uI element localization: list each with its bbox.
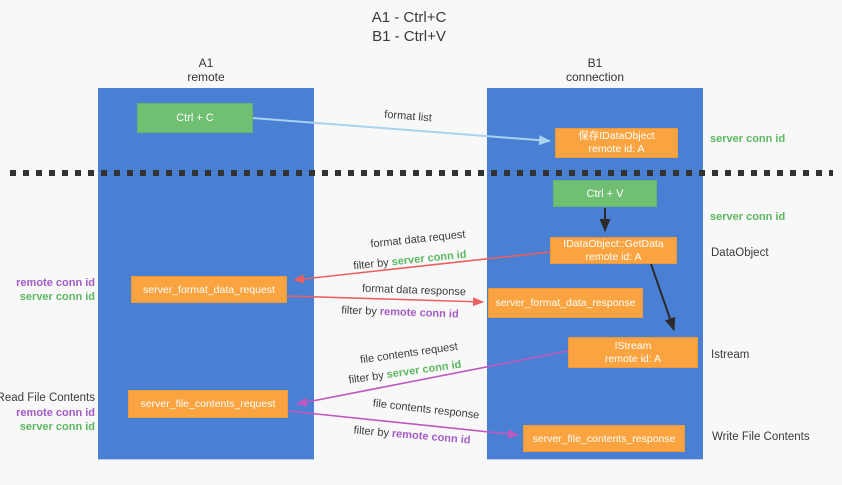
server-conn-id-key: server conn id [391, 248, 468, 269]
node-save-dataobject: 保存IDataObject remote id: A [555, 128, 678, 158]
node-ctrl-v: Ctrl + V [553, 180, 657, 207]
node-server-file-contents-request: server_file_contents_request [128, 390, 288, 418]
node-ctrl-c-label: Ctrl + C [176, 112, 214, 124]
filter-by-text: filter by [353, 424, 390, 440]
node-file-request-label: server_file_contents_request [140, 398, 276, 410]
right-server-conn-id-1: server conn id [710, 133, 786, 145]
node-idataobject-getdata: IDataObject::GetData remote id: A [550, 237, 677, 264]
lane-b1-subtitle: connection [565, 70, 625, 84]
filter-by-text: filter by [341, 304, 378, 318]
node-save-dataobject-line2: remote id: A [588, 143, 645, 155]
node-istream: IStream remote id: A [568, 337, 698, 368]
remote-conn-id-key: remote conn id [391, 427, 471, 447]
istream-label: Istream [711, 349, 750, 361]
edge-label-format-list: format list [383, 108, 433, 125]
write-file-contents-label: Write File Contents [712, 431, 810, 443]
remote-conn-id-key: remote conn id [379, 305, 459, 321]
remote-conn-id-label: remote conn id [16, 277, 95, 289]
lane-header-a1: A1 remote [187, 56, 224, 84]
remote-conn-id-label: remote conn id [16, 407, 95, 419]
node-format-response-label: server_format_data_response [495, 297, 636, 309]
node-istream-line1: IStream [614, 339, 652, 352]
node-file-response-label: server_file_contents_response [532, 432, 676, 445]
left-conn-id-pair-2: remote conn id server conn id [16, 406, 95, 434]
server-conn-id-label: server conn id [19, 421, 95, 433]
node-server-file-contents-response: server_file_contents_response [523, 425, 685, 452]
node-getdata-line1: IDataObject::GetData [563, 237, 664, 250]
node-istream-line2: remote id: A [604, 352, 662, 365]
diagram-title: A1 - Ctrl+C B1 - Ctrl+V [372, 8, 447, 46]
node-save-dataobject-line1: 保存IDataObject [578, 130, 655, 142]
node-format-request-label: server_format_data_request [143, 283, 275, 296]
filter-by-text: filter by [352, 256, 390, 273]
edge-label-format-data-response: format data response [361, 282, 467, 299]
server-conn-id-label: server conn id [19, 291, 95, 303]
lane-b1-title: B1 [587, 56, 603, 70]
title-line-2: B1 - Ctrl+V [372, 28, 446, 45]
right-server-conn-id-2: server conn id [710, 211, 786, 223]
filter-by-text: filter by [347, 369, 385, 387]
read-file-contents-label: Read File Contents [0, 392, 95, 404]
node-ctrl-c: Ctrl + C [137, 103, 253, 133]
dataobject-label: DataObject [711, 247, 769, 259]
edge-label-format-data-request: format data request [369, 228, 467, 251]
lane-header-b1: B1 connection [566, 56, 624, 84]
node-server-format-data-request: server_format_data_request [131, 276, 287, 303]
lane-a1-subtitle: remote [187, 70, 225, 84]
left-conn-id-pair-1: remote conn id server conn id [16, 276, 95, 304]
node-server-format-data-response: server_format_data_response [488, 288, 643, 318]
lane-a1-title: A1 [198, 56, 214, 70]
edge-label-file-contents-response: file contents response [372, 397, 480, 422]
node-ctrl-v-label: Ctrl + V [586, 187, 624, 200]
title-line-1: A1 - Ctrl+C [371, 9, 447, 26]
node-getdata-line2: remote id: A [585, 250, 642, 263]
